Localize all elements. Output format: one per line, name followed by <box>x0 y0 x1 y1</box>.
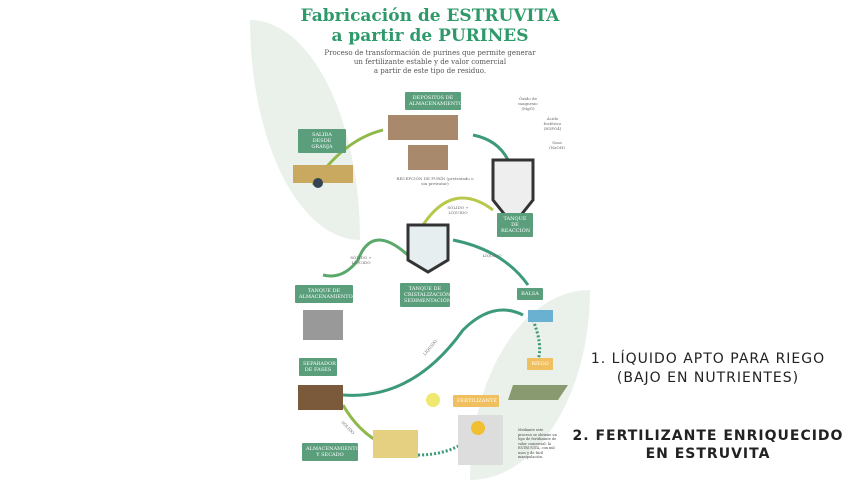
crystallization-tank-icon <box>406 223 450 274</box>
label-acido: Ácido fosfórico (H3PO4) <box>543 116 562 131</box>
drying-icon <box>373 430 418 458</box>
label-liquido: LÍQUIDO <box>482 253 502 258</box>
flow-arrows <box>293 115 568 465</box>
caption-2-sub: EN ESTRUVITA <box>645 446 771 462</box>
label-recepcion: RECEPCIÓN DE PURÍN (pretratado o sin pre… <box>396 176 474 186</box>
phase-separator-icon <box>298 385 343 410</box>
reaction-tank-icon <box>491 158 535 228</box>
label-solido-liquido-2: SÓLIDO + LÍQUIDO <box>350 255 372 265</box>
label-sosa: Sosa (NaOH) <box>549 140 565 150</box>
label-separador: SEPARADOR DE FASES <box>299 358 337 376</box>
label-fertilizante: FERTILIZANTE <box>453 395 499 407</box>
caption-1-sub: (BAJO EN NUTRIENTES) <box>616 370 800 386</box>
subtitle: un fertilizante estable y de valor comer… <box>353 58 507 66</box>
page-title: Fabricación de ESTRUVITA <box>300 6 560 26</box>
label-balsa: BALSA <box>517 288 543 300</box>
label-secado: ALMACENAMIENTO Y SECADO <box>302 443 360 461</box>
subtitle: Proceso de transformación de purines que… <box>324 49 536 57</box>
caption-1: 1. LÍQUIDO APTO PARA RIEGO <box>590 351 826 367</box>
label-depositos: DEPÓSITOS DE ALMACENAMIENTO <box>405 92 463 110</box>
label-cristalizacion: TANQUE DE CRISTALIZACIÓN/ SEDIMENTACIÓN <box>400 283 452 307</box>
label-solido-liquido: SÓLIDO + LÍQUIDO <box>447 205 469 215</box>
pond-icon <box>528 310 553 322</box>
footnote: Mediante este proceso se obtiene un tipo… <box>518 428 557 459</box>
label-reaccion: TANQUE DE REACCIÓN <box>497 213 533 237</box>
label-salida: SALIDA DESDE GRANJA <box>298 129 346 153</box>
caption-2: 2. FERTILIZANTE ENRIQUECIDO <box>572 428 844 444</box>
sun-icon <box>426 393 440 407</box>
subtitle: a partir de este tipo de residuo. <box>373 67 487 75</box>
crop-field-icon <box>508 385 568 400</box>
page-title-2: a partir de PURINES <box>331 26 529 46</box>
label-riego: RIEGO <box>527 358 553 370</box>
label-almacenamiento: TANQUE DE ALMACENAMIENTO <box>295 285 353 303</box>
tractor-icon <box>293 165 353 183</box>
label-oxido: Óxido de magnesio (MgO) <box>518 96 538 111</box>
storage-tank-icon <box>303 310 343 340</box>
